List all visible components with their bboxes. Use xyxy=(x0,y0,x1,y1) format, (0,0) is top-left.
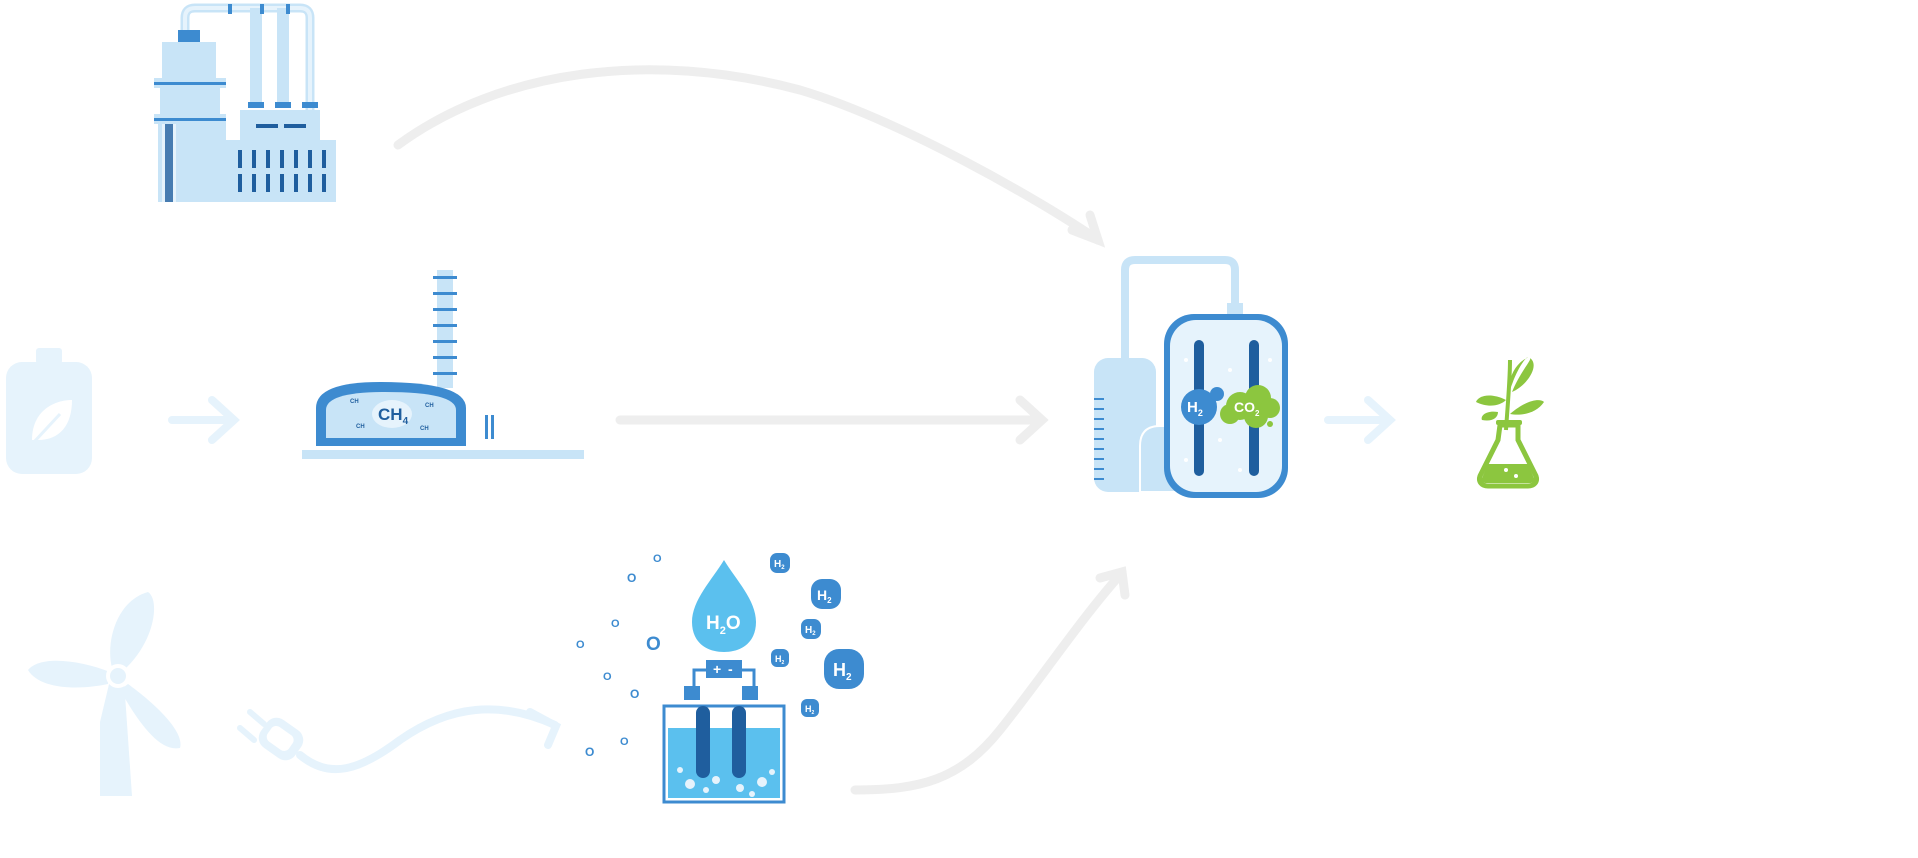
h2-label: H2 xyxy=(775,654,785,666)
arrow-cylinder-to-biogas xyxy=(168,396,240,444)
battery-minus: - xyxy=(728,661,733,677)
bioreactor-icon: H2 CO2 xyxy=(1094,256,1288,498)
electrolyzer-icon: H2O + - O O O O O O O O O xyxy=(576,553,864,804)
ch4-small-label: CH xyxy=(420,426,429,432)
reactor-co2-label: CO2 xyxy=(1234,399,1260,418)
electric-plug-icon xyxy=(237,709,304,761)
reactor-h2-label: H2 xyxy=(1187,399,1203,418)
battery-plus: + xyxy=(713,661,721,677)
arrow-biogas-to-reactor-head xyxy=(1015,395,1049,445)
oxygen-label: O xyxy=(620,736,629,748)
ch4-subscript: 4 xyxy=(403,416,409,427)
h2-label: H2 xyxy=(774,559,785,571)
biogas-plant-icon: CH4 CH CH CH CH xyxy=(302,270,584,459)
arrow-factory-to-reactor xyxy=(393,65,1103,245)
factory-icon xyxy=(154,3,336,202)
h2-label: H2 xyxy=(805,625,816,637)
arrow-electrolyzer-to-reactor-head xyxy=(1095,566,1130,600)
arrow-electrolyzer-to-reactor xyxy=(850,570,1125,795)
oxygen-label: O xyxy=(627,571,636,585)
arrow-reactor-to-product xyxy=(1324,396,1396,444)
oxygen-label: O xyxy=(585,745,594,759)
oxygen-label: O xyxy=(576,639,585,651)
h2-label: H2 xyxy=(817,587,832,605)
h2-label: H2 xyxy=(805,704,815,716)
oxygen-label: O xyxy=(603,671,612,683)
oxygen-label: O xyxy=(611,618,620,630)
ch4-label: CH xyxy=(378,405,403,424)
oxygen-label: O xyxy=(646,634,661,655)
arrow-factory-to-reactor-head xyxy=(1067,210,1106,248)
co2-cloud xyxy=(1220,385,1280,428)
pale-arrows xyxy=(168,396,1396,774)
ch4-small-label: CH xyxy=(350,399,359,405)
ch4-small-label: CH xyxy=(425,403,434,409)
gas-cylinder-icon xyxy=(6,348,92,474)
oxygen-label: O xyxy=(653,553,662,565)
arrow-plug-to-electrolyzer xyxy=(296,705,562,774)
flow-arrows xyxy=(393,65,1130,795)
ch4-small-label: CH xyxy=(356,424,365,430)
svg-text:CH4: CH4 xyxy=(378,405,409,427)
wind-turbine-icon xyxy=(28,592,181,796)
h2-label: H2 xyxy=(833,660,852,683)
oxygen-label: O xyxy=(630,687,639,701)
flask-sprout-icon xyxy=(1476,357,1544,489)
hydrogen-bubbles: H2 H2 H2 H2 H2 H2 xyxy=(770,553,864,717)
h2o-label: H2O xyxy=(706,613,741,637)
